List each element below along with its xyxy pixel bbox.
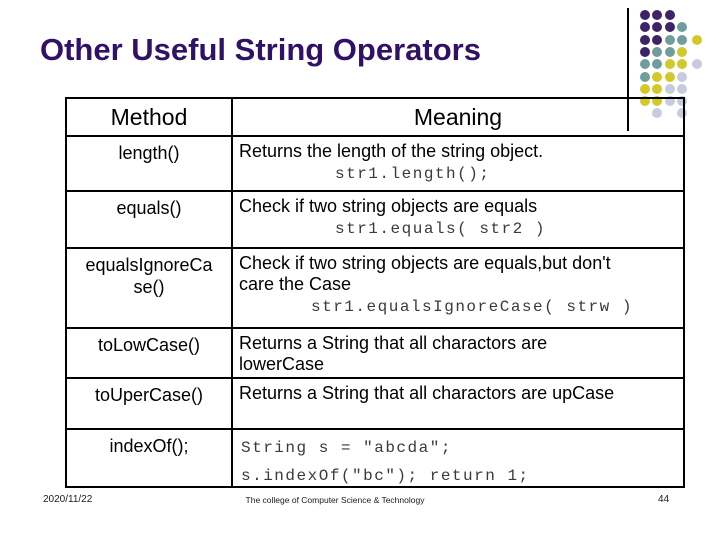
dot xyxy=(677,84,687,94)
string-operators-table: Method Meaning length() Returns the leng… xyxy=(65,97,685,488)
meaning-text: Check if two string objects are equals,b… xyxy=(239,253,611,294)
dot xyxy=(652,22,662,32)
dot xyxy=(652,10,662,20)
vertical-rule xyxy=(627,8,629,131)
column-header-meaning: Meaning xyxy=(233,99,685,137)
meaning-text: Check if two string objects are equals xyxy=(239,196,538,216)
column-header-method: Method xyxy=(67,99,233,137)
dot xyxy=(677,72,687,82)
dot xyxy=(677,22,687,32)
meaning-to-low-case: Returns a String that all charactors are… xyxy=(233,329,685,379)
method-equals-ignore-case: equalsIgnoreCa se() xyxy=(67,249,233,329)
meaning-text: Returns the length of the string object. xyxy=(239,141,544,161)
meaning-length: Returns the length of the string object.… xyxy=(233,137,685,192)
code-line: str1.equalsIgnoreCase( strw ) xyxy=(311,298,633,316)
method-index-of: indexOf(); xyxy=(67,430,233,488)
dot xyxy=(692,35,702,45)
dot xyxy=(677,59,687,69)
dot xyxy=(665,47,675,57)
dot xyxy=(677,35,687,45)
dot xyxy=(640,84,650,94)
dot xyxy=(652,72,662,82)
dot xyxy=(652,47,662,57)
meaning-equals: Check if two string objects are equals s… xyxy=(233,192,685,249)
dot xyxy=(665,35,675,45)
meaning-to-uper-case: Returns a String that all charactors are… xyxy=(233,379,685,430)
dot xyxy=(665,84,675,94)
meaning-text: Returns a String that all charactors are… xyxy=(239,383,615,403)
dot xyxy=(640,72,650,82)
meaning-text: Returns a String that all charactors are… xyxy=(239,333,548,374)
code-line: str1.length(); xyxy=(335,165,491,183)
dot xyxy=(692,59,702,69)
dot xyxy=(640,10,650,20)
footer-institution: The college of Computer Science & Techno… xyxy=(245,495,425,505)
meaning-index-of: String s = "abcda"; s.indexOf("bc"); ret… xyxy=(233,430,685,488)
dot xyxy=(652,35,662,45)
method-to-low-case: toLowCase() xyxy=(67,329,233,379)
dot xyxy=(665,72,675,82)
dot xyxy=(640,47,650,57)
dot xyxy=(640,22,650,32)
footer-date: 2020/11/22 xyxy=(43,494,93,505)
dot xyxy=(677,47,687,57)
meaning-equals-ignore-case: Check if two string objects are equals,b… xyxy=(233,249,685,329)
dot xyxy=(640,59,650,69)
dot xyxy=(665,22,675,32)
code-line: str1.equals( str2 ) xyxy=(335,220,546,238)
dot xyxy=(652,84,662,94)
code-line: s.indexOf("bc"); return 1; xyxy=(241,467,530,485)
method-equals: equals() xyxy=(67,192,233,249)
method-to-uper-case: toUperCase() xyxy=(67,379,233,430)
footer-page-number: 44 xyxy=(658,494,670,505)
code-line: String s = "abcda"; xyxy=(241,439,452,457)
page-title: Other Useful String Operators xyxy=(40,31,481,67)
dot xyxy=(652,59,662,69)
dot xyxy=(665,10,675,20)
method-length: length() xyxy=(67,137,233,192)
dot xyxy=(665,59,675,69)
dot xyxy=(640,35,650,45)
